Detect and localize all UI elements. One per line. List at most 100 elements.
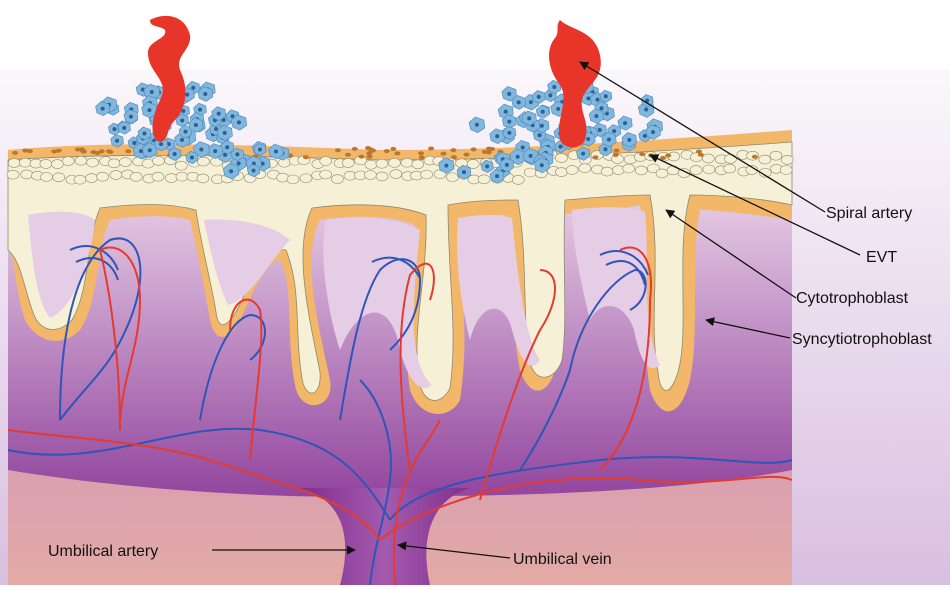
cytotrophoblast-cell xyxy=(365,160,377,169)
cytotrophoblast-cell xyxy=(331,175,343,184)
cytotrophoblast-cell xyxy=(130,172,142,181)
cytotrophoblast-cell xyxy=(142,159,154,168)
cytotrophoblast-cell xyxy=(759,155,771,164)
cytotrophoblast-cell xyxy=(656,169,668,178)
syncytio-nucleus xyxy=(75,147,81,151)
cytotrophoblast-cell xyxy=(342,158,354,167)
syncytio-nucleus xyxy=(370,149,376,153)
cytotrophoblast-cell xyxy=(300,174,312,183)
label-umbilical-vein: Umbilical vein xyxy=(513,551,612,568)
syncytio-nucleus xyxy=(486,147,492,151)
syncytio-nucleus xyxy=(471,147,477,151)
cytotrophoblast-cell xyxy=(21,170,33,179)
cytotrophoblast-cell xyxy=(51,160,63,169)
cytotrophoblast-cell xyxy=(175,161,187,170)
label-cytotrophoblast: Cytotrophoblast xyxy=(796,290,909,307)
cytotrophoblast-cell xyxy=(108,159,120,168)
white-margin xyxy=(0,0,950,70)
cytotrophoblast-cell xyxy=(40,159,52,168)
syncytio-nucleus xyxy=(486,150,492,154)
cytotrophoblast-cell xyxy=(320,157,332,166)
cytotrophoblast-cell xyxy=(601,167,613,176)
cytotrophoblast-cell xyxy=(97,172,109,181)
cytotrophoblast-cell xyxy=(197,157,209,166)
syncytio-nucleus xyxy=(613,153,619,157)
cytotrophoblast-cell xyxy=(74,175,86,184)
cytotrophoblast-cell xyxy=(376,159,388,168)
cytotrophoblast-cell xyxy=(555,153,567,162)
cytotrophoblast-cell xyxy=(780,166,792,175)
cytotrophoblast-cell xyxy=(7,170,19,179)
syncytio-nucleus xyxy=(56,149,62,153)
syncytio-nucleus xyxy=(440,152,446,156)
syncytio-nucleus xyxy=(390,147,396,151)
cytotrophoblast-cell xyxy=(19,158,31,167)
cytotrophoblast-cell xyxy=(412,160,424,169)
cytotrophoblast-cell xyxy=(724,164,736,173)
cytotrophoblast-cell xyxy=(702,154,714,163)
label-spiral-artery: Spiral artery xyxy=(826,205,912,222)
syncytio-nucleus xyxy=(352,147,358,151)
cytotrophoblast-cell xyxy=(446,173,458,182)
cytotrophoblast-cell xyxy=(86,174,98,183)
cytotrophoblast-cell xyxy=(197,174,209,183)
cytotrophoblast-cell xyxy=(770,151,782,160)
cytotrophoblast-cell xyxy=(277,173,289,182)
syncytio-nucleus xyxy=(418,151,424,155)
syncytio-nucleus xyxy=(345,153,351,157)
cytotrophoblast-cell xyxy=(579,164,591,173)
cytotrophoblast-cell xyxy=(152,156,164,165)
syncytio-nucleus xyxy=(639,152,645,156)
cytotrophoblast-cell xyxy=(165,174,177,183)
cytotrophoblast-cell xyxy=(388,158,400,167)
syncytio-nucleus xyxy=(81,150,87,154)
cytotrophoblast-cell xyxy=(781,155,793,164)
cytotrophoblast-cell xyxy=(524,168,536,177)
cytotrophoblast-cell xyxy=(421,170,433,179)
cytotrophoblast-cell xyxy=(703,165,715,174)
syncytio-nucleus xyxy=(335,148,341,152)
cytotrophoblast-cell xyxy=(87,158,99,167)
cytotrophoblast-cell xyxy=(390,170,402,179)
cytotrophoblast-cell xyxy=(690,166,702,175)
syncytio-nucleus xyxy=(367,155,373,159)
cytotrophoblast-cell xyxy=(287,175,299,184)
cytotrophoblast-cell xyxy=(401,158,413,167)
cytotrophoblast-cell xyxy=(53,173,65,182)
syncytio-nucleus xyxy=(464,153,470,157)
syncytio-nucleus xyxy=(94,151,100,155)
syncytio-nucleus xyxy=(614,149,620,153)
cytotrophoblast-cell xyxy=(635,166,647,175)
syncytio-nucleus xyxy=(660,156,666,160)
syncytio-nucleus xyxy=(106,149,112,153)
cytotrophoblast-cell xyxy=(467,159,479,168)
syncytio-nucleus xyxy=(394,151,400,155)
cytotrophoblast-cell xyxy=(41,172,53,181)
syncytio-nucleus xyxy=(698,153,704,157)
cytotrophoblast-cell xyxy=(176,172,188,181)
syncytio-nucleus xyxy=(125,149,131,153)
cytotrophoblast-cell xyxy=(364,170,376,179)
cytotrophoblast-cell xyxy=(566,165,578,174)
cytotrophoblast-cell xyxy=(62,157,74,166)
syncytio-nucleus xyxy=(358,155,364,159)
cytotrophoblast-cell xyxy=(152,172,164,181)
label-evt: EVT xyxy=(866,249,897,266)
syncytio-nucleus xyxy=(451,155,457,159)
cytotrophoblast-cell xyxy=(612,166,624,175)
syncytio-nucleus xyxy=(665,154,671,158)
cytotrophoblast-cell xyxy=(555,168,567,177)
cytotrophoblast-cell xyxy=(119,158,131,167)
syncytio-nucleus xyxy=(419,155,425,159)
cytotrophoblast-cell xyxy=(8,158,20,167)
cytotrophoblast-cell xyxy=(667,166,679,175)
syncytio-nucleus xyxy=(303,155,309,159)
syncytio-nucleus xyxy=(752,155,758,159)
syncytio-nucleus xyxy=(384,149,390,153)
syncytio-nucleus xyxy=(365,146,371,150)
label-syncytiotrophoblast: Syncytiotrophoblast xyxy=(792,331,932,348)
cytotrophoblast-cell xyxy=(376,172,388,181)
syncytio-nucleus xyxy=(12,151,18,155)
syncytio-nucleus xyxy=(450,148,456,152)
